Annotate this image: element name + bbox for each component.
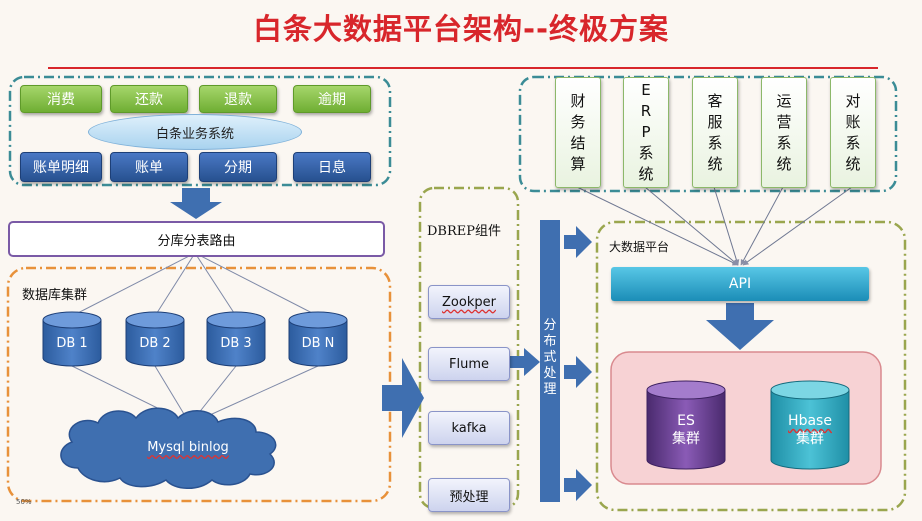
arrow-bigdata-2 (564, 356, 592, 388)
kafka-label: kafka (451, 420, 487, 436)
system-reconciliation[interactable]: 对账系统 (830, 77, 876, 188)
zookeeper-component[interactable]: Zookper (428, 285, 510, 319)
es-cluster-cylinder (646, 380, 726, 470)
system-customer-service-label: 客服系统 (707, 91, 723, 173)
business-system-frame (8, 75, 392, 187)
system-operations-label: 运营系统 (776, 91, 792, 173)
bill-detail-button[interactable]: 账单明细 (20, 152, 102, 182)
es-cluster-suffix: 集群 (672, 431, 700, 447)
arrow-bigdata-3 (564, 469, 592, 501)
sharding-router: 分库分表路由 (8, 221, 385, 257)
repay-button[interactable]: 还款 (110, 85, 188, 113)
db-cluster-label: 数据库集群 (22, 288, 88, 303)
bill-button[interactable]: 账单 (110, 152, 188, 182)
db-2-label: DB 2 (139, 336, 171, 351)
hbase-cluster-name: Hbase (788, 413, 832, 429)
daily-interest-button[interactable]: 日息 (293, 152, 371, 182)
flume-component[interactable]: Flume (428, 347, 510, 381)
binlog-cloud (60, 407, 277, 489)
binlog-label: Mysql binlog (147, 440, 229, 455)
dbrep-label: DBREP组件 (427, 224, 502, 239)
db-n-label: DB N (301, 336, 335, 351)
down-arrow-router (170, 188, 222, 219)
right-arrow-distributed (510, 348, 540, 376)
corner-note: 50% (16, 498, 32, 506)
system-api-lines (576, 186, 853, 266)
db-3-cylinder (206, 311, 266, 367)
hbase-cluster-suffix: 集群 (796, 431, 824, 447)
zookeeper-label: Zookper (442, 294, 496, 310)
bigdata-platform-label: 大数据平台 (609, 240, 670, 254)
preprocess-label: 预处理 (449, 489, 489, 505)
system-erp[interactable]: ERP系统 (623, 77, 669, 188)
db-1-cylinder (42, 311, 102, 367)
overdue-button[interactable]: 逾期 (293, 85, 371, 113)
db-2-cylinder (125, 311, 185, 367)
preprocess-component[interactable]: 预处理 (428, 478, 510, 512)
hbase-cluster-label: Hbase 集群 (770, 412, 850, 448)
router-db-lines (71, 252, 319, 425)
arrow-bigdata-1 (564, 226, 592, 258)
installment-button[interactable]: 分期 (199, 152, 277, 182)
bigdata-frame (595, 220, 907, 512)
system-operations[interactable]: 运营系统 (761, 77, 807, 188)
business-system-label: 白条业务系统 (88, 114, 302, 150)
down-arrow-storage (706, 303, 774, 350)
system-customer-service[interactable]: 客服系统 (692, 77, 738, 188)
distributed-bar (540, 220, 560, 502)
api-bar[interactable]: API (611, 267, 869, 301)
consume-button[interactable]: 消费 (20, 85, 102, 113)
kafka-component[interactable]: kafka (428, 411, 510, 445)
es-cluster-label: ES 集群 (646, 412, 726, 448)
system-erp-label: ERP系统 (638, 81, 654, 183)
system-reconciliation-label: 对账系统 (845, 91, 861, 173)
hbase-cluster-cylinder (770, 380, 850, 470)
db-3-label: DB 3 (220, 336, 252, 351)
distributed-processing-label: 分布式处理 (543, 318, 557, 397)
refund-button[interactable]: 退款 (199, 85, 277, 113)
system-finance[interactable]: 财务结算 (555, 77, 601, 188)
db-n-cylinder (288, 311, 348, 367)
right-arrow-dbrep (382, 358, 424, 438)
es-cluster-name: ES (677, 413, 695, 429)
system-finance-label: 财务结算 (570, 91, 586, 173)
page-title: 白条大数据平台架构--终极方案 (252, 12, 670, 46)
db-1-label: DB 1 (56, 336, 88, 351)
flume-label: Flume (449, 356, 489, 372)
